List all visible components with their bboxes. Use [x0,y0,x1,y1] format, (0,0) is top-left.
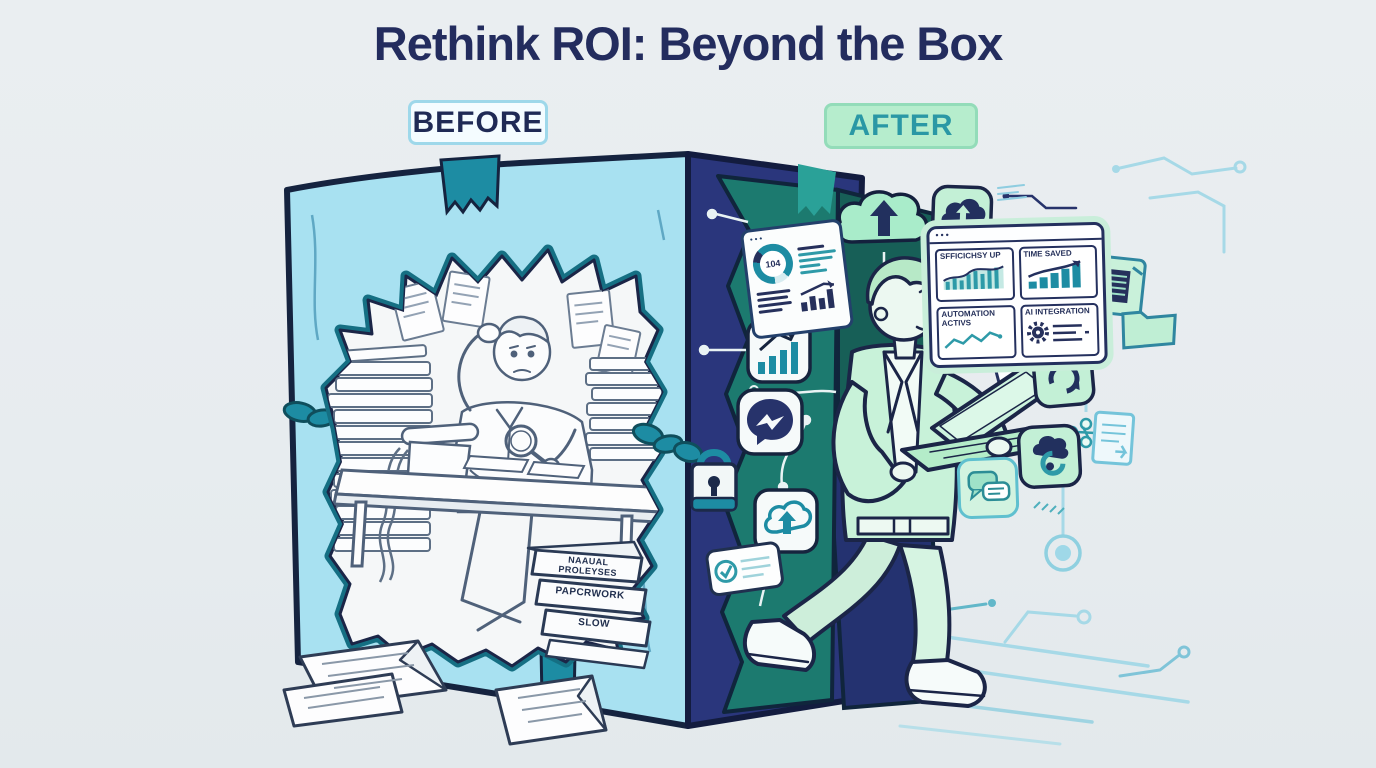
labeled-books [526,540,652,670]
dashboard-grid: SFFICICHSY UP TIME SAVED AUTOMATION ACTI… [930,240,1105,365]
checklist-card-icon [705,541,784,597]
mini-bars-icon [800,280,835,312]
band-icons [705,318,819,597]
efficiency-chart-icon [943,265,1004,290]
checklist-lines [797,243,838,275]
phone-icon [400,422,517,493]
time-saved-chart-icon [1027,260,1081,289]
receipt-tape [378,447,409,583]
list-lines [756,288,792,314]
right-field-icons [930,184,1177,520]
stat-card-automation: AUTOMATION ACTIVS [936,305,1017,361]
page-title: Rethink ROI: Beyond the Box [373,17,1003,70]
stat-card-efficiency: SFFICICHSY UP [934,247,1015,303]
window-dots-icon: ••• [935,229,951,241]
page-icon [1091,410,1136,466]
automation-chart-icon [944,330,1003,349]
donut-gauge-icon: 104 [750,241,796,287]
metrics-card: ••• 104 [739,218,855,340]
folder-icon [1121,310,1177,350]
before-badge: BEFORE [408,100,548,145]
ai-cloud-icon [1016,423,1083,489]
floor-papers [282,639,608,746]
stat-card-time-saved: TIME SAVED [1018,244,1099,300]
cloud-sync-icon [753,488,819,554]
server-doc-icon [1093,255,1147,318]
after-badge: AFTER [824,103,978,149]
tape-top [439,154,501,216]
stat-card-ai-integration: AI INTEGRATION [1019,302,1100,358]
gauge-value: 104 [758,249,788,279]
padlock-icon [631,422,738,512]
after-dashboard-bubble: ••• SFFICICHSY UP TIME SAVED AUTOMATION … [926,221,1108,369]
messenger-chat-icon [736,388,804,456]
chat-bubbles-icon [956,456,1020,520]
cloud-upload-icon [835,190,929,244]
gear-icon [1026,321,1089,344]
